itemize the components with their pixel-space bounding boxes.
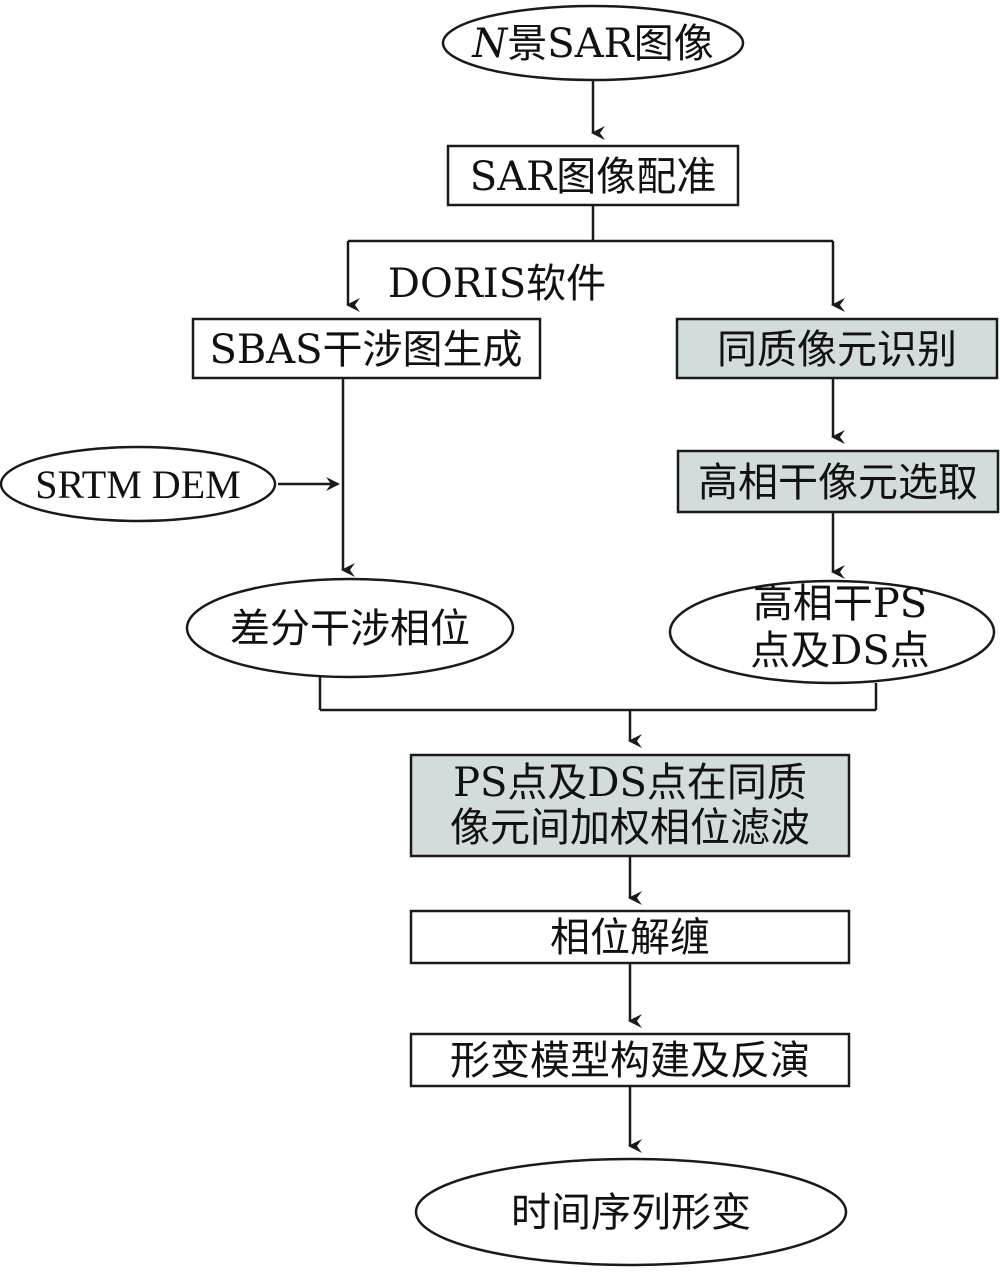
coherent-select-label: 高相干像元选取	[698, 460, 978, 506]
sbas-label: SBAS干涉图生成	[209, 327, 522, 373]
weighted-filter-line1: PS点及DS点在同质	[453, 760, 807, 806]
node-sbas: SBAS干涉图生成	[191, 317, 542, 380]
node-srtm-dem: SRTM DEM	[0, 445, 277, 523]
homogeneous-label: 同质像元识别	[717, 327, 957, 373]
ps-ds-line2: 点及DS点	[750, 628, 929, 674]
node-time-series: 时间序列形变	[414, 1157, 848, 1267]
node-ps-ds: 高相干PS 点及DS点	[668, 579, 996, 685]
srtm-label: SRTM DEM	[35, 462, 240, 507]
node-registration: SAR图像配准	[446, 144, 740, 207]
node-weighted-filter: PS点及DS点在同质 像元间加权相位滤波	[409, 753, 851, 858]
svg-text:N景SAR图像: N景SAR图像	[471, 21, 713, 67]
model-label: 形变模型构建及反演	[450, 1038, 810, 1084]
sar-images-label: 景SAR图像	[507, 21, 713, 67]
registration-label: SAR图像配准	[470, 154, 716, 200]
time-series-label: 时间序列形变	[511, 1190, 751, 1236]
node-model: 形变模型构建及反演	[409, 1032, 851, 1088]
weighted-filter-line2: 像元间加权相位滤波	[450, 805, 810, 851]
node-homogeneous: 同质像元识别	[675, 317, 999, 380]
node-unwrap: 相位解缠	[409, 909, 851, 965]
node-coherent-select: 高相干像元选取	[676, 449, 1000, 514]
doris-software-label: DORIS软件	[388, 261, 606, 307]
sar-images-prefix: N	[471, 21, 509, 67]
diff-phase-label: 差分干涉相位	[230, 606, 470, 652]
node-diff-phase: 差分干涉相位	[185, 577, 515, 679]
unwrap-label: 相位解缠	[550, 915, 710, 961]
node-sar-images: N景SAR图像	[441, 4, 745, 82]
ps-ds-line1: 高相干PS	[753, 581, 927, 627]
